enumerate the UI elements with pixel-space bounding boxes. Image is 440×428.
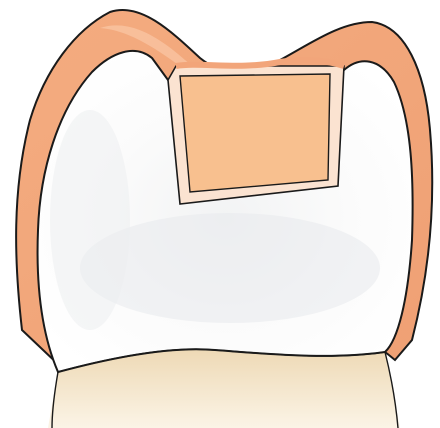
enamel-shadow-left (50, 110, 130, 330)
inlay-filling (180, 74, 330, 192)
